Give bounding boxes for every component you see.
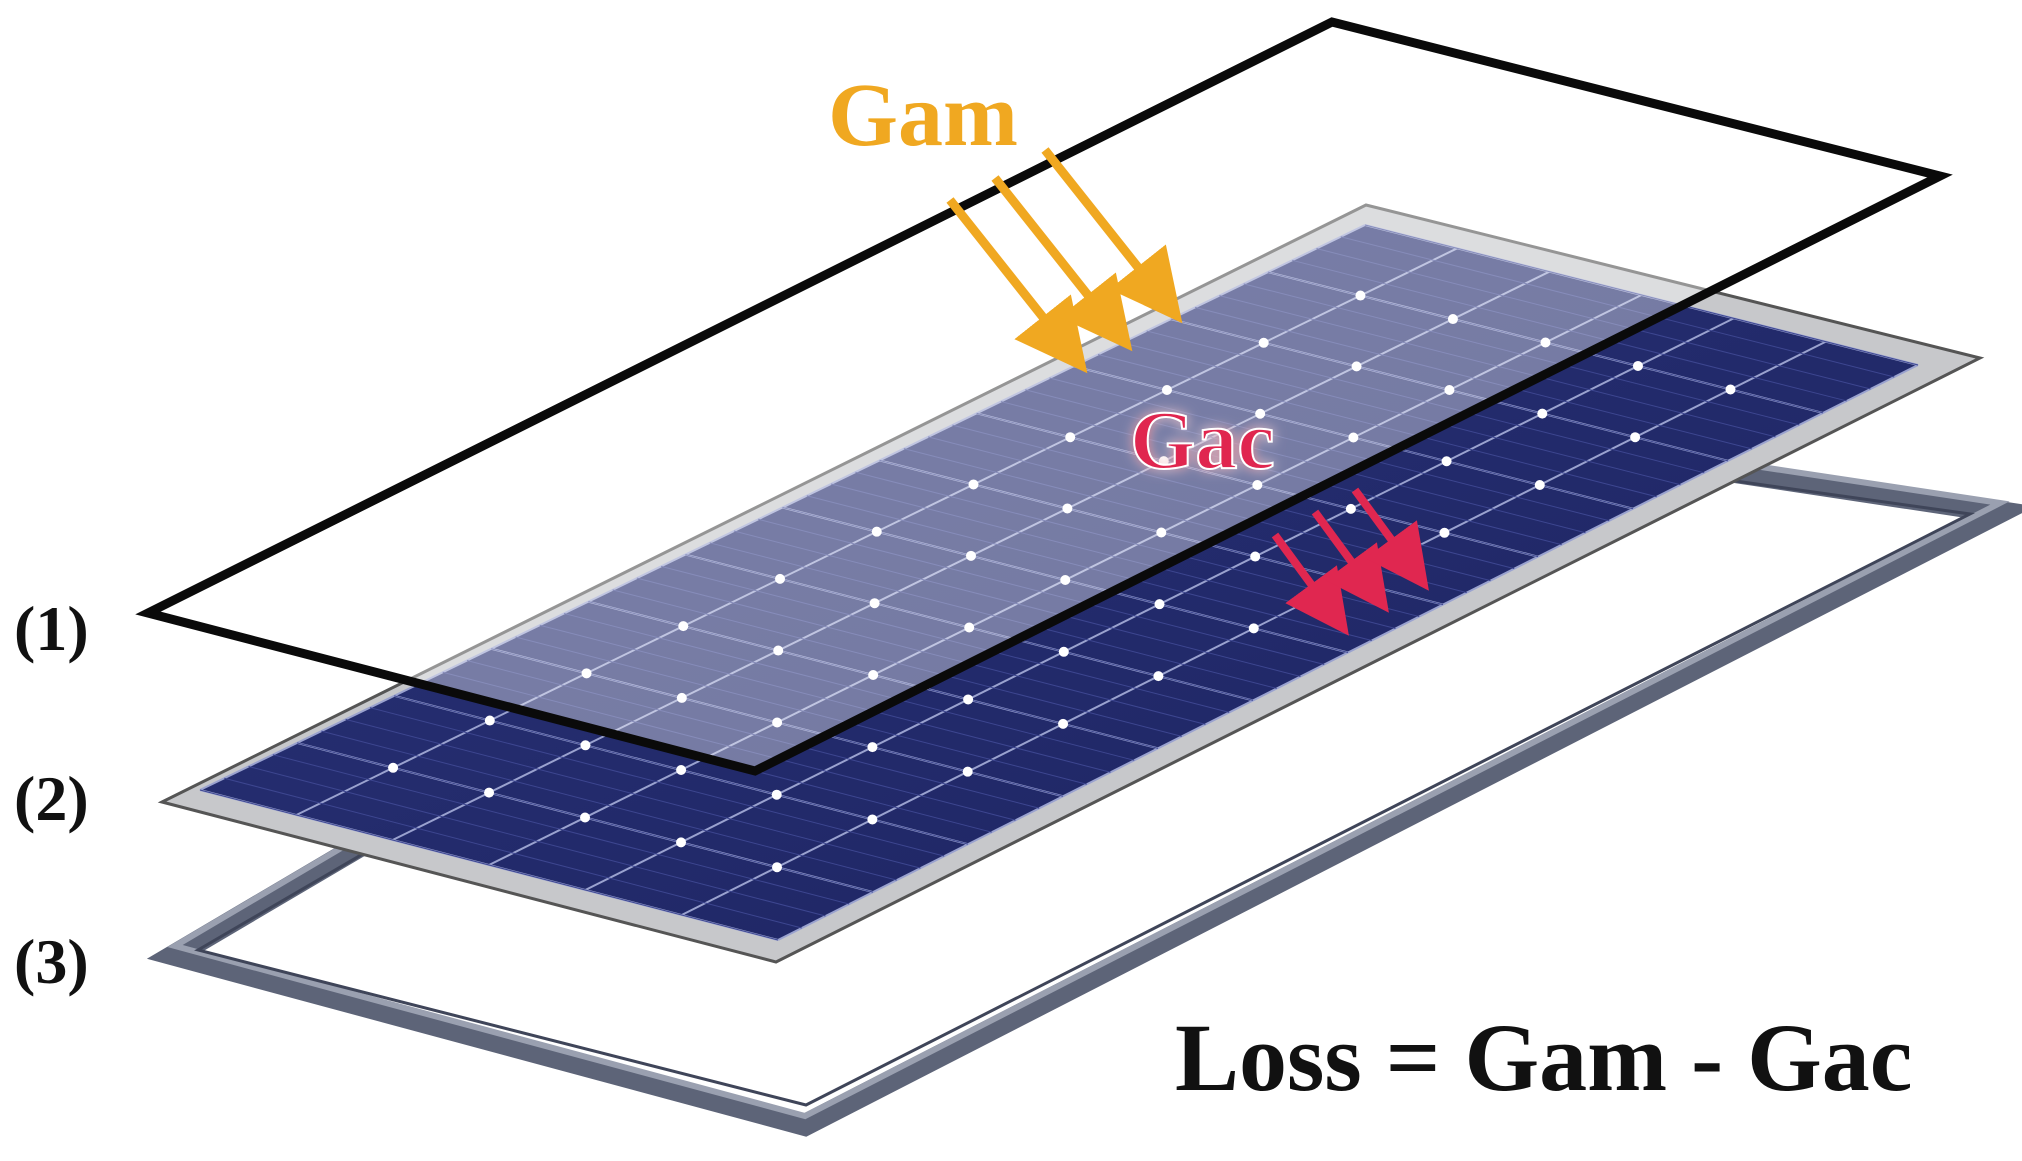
cell-contact-dot (1158, 456, 1169, 467)
cell-finger-line (709, 542, 1277, 689)
cell-contact-dot (1534, 480, 1545, 490)
cell-finger-line (661, 565, 1230, 713)
incident-flux-arrows (946, 147, 1183, 374)
cell-contact-dot (772, 862, 783, 873)
cell-contact-dot (1062, 503, 1073, 514)
cell-finger-line (224, 777, 802, 929)
glass-cover (135, 17, 1953, 776)
cell-contact-dot (773, 645, 784, 656)
cell-finger-line (345, 718, 921, 869)
cell-contact-dot (868, 670, 879, 680)
cell-finger-line (1364, 224, 1919, 366)
cell-contact-dot (1258, 337, 1269, 348)
cell-contact-dot (962, 766, 973, 777)
cell-finger-line (1194, 306, 1752, 450)
layer-label-glass: (1) (14, 593, 89, 664)
cell-contact-dot (1630, 432, 1641, 443)
cell-contact-dot (1248, 623, 1259, 634)
cell-contact-dot (1060, 575, 1071, 585)
cell-contact-dot (1444, 385, 1455, 395)
cell-finger-line (442, 671, 1016, 821)
cell-contact-dot (1156, 527, 1167, 538)
cell-finger-line (369, 707, 945, 857)
cell-finger-line (321, 730, 897, 881)
cell-contact-dot (775, 573, 786, 584)
cell-finger-line (1340, 236, 1895, 378)
cell-contact-dot (580, 812, 591, 823)
cell-contact-dot (484, 715, 495, 726)
layer-label-frame: (3) (14, 926, 89, 997)
cell-contact-dot (966, 550, 976, 561)
cell-finger-line (1097, 353, 1657, 498)
cell-finger-line (733, 530, 1301, 677)
cell-finger-line (466, 660, 1040, 809)
cell-contact-dot (1250, 551, 1261, 562)
cell-contact-dot (1537, 408, 1548, 419)
cell-finger-line (515, 636, 1087, 785)
cell-finger-line (272, 754, 850, 905)
cell-contact-dot (388, 762, 399, 773)
cell-contact-dot (1632, 360, 1643, 371)
cell-finger-line (1316, 248, 1871, 390)
cell-contact-dot (676, 765, 687, 775)
cell-finger-line (539, 624, 1111, 773)
cell-finger-line (612, 589, 1182, 737)
cell-contact-dot (484, 787, 495, 798)
cell-contact-dot (867, 814, 878, 825)
cell-contact-dot (1725, 384, 1736, 395)
cell-contact-dot (964, 622, 975, 633)
cell-contact-dot (869, 598, 880, 609)
cell-contact-dot (676, 837, 687, 848)
cell-grid (199, 224, 1919, 941)
cell-finger-line (636, 577, 1206, 725)
cell-contact-dot (772, 717, 783, 728)
cell-contact-dot (1252, 480, 1263, 490)
cell-finger-line (1146, 330, 1705, 474)
cell-contact-dot (678, 621, 689, 632)
cell-contact-dot (1154, 599, 1165, 610)
cell-finger-line (806, 495, 1372, 642)
cell-contact-dot (1065, 432, 1076, 443)
cell-finger-line (1049, 377, 1610, 522)
cell-finger-line (1292, 259, 1847, 402)
cell-contact-dot (1344, 575, 1355, 586)
cell-finger-line (1243, 283, 1800, 426)
cell-finger-line (1122, 342, 1681, 486)
cell-contact-dot (1345, 503, 1356, 514)
cell-contact-dot (963, 694, 974, 705)
cell-finger-line (199, 789, 779, 941)
cell-contact-dot (968, 479, 979, 490)
cell-finger-line (758, 518, 1325, 665)
gac-label: Gac (1130, 394, 1275, 487)
cell-contact-dot (871, 526, 882, 537)
absorbed-flux-arrows (1271, 487, 1429, 636)
cell-finger-line (1000, 401, 1562, 546)
cell-contact-dot (1255, 408, 1266, 419)
cell-finger-line (563, 612, 1135, 761)
cell-contact-dot (1441, 456, 1452, 467)
cell-contact-dot (1153, 671, 1164, 682)
cell-contact-dot (1540, 337, 1551, 348)
cell-contact-dot (1058, 646, 1069, 657)
cell-contact-dot (581, 668, 592, 679)
loss-equation: Loss = Gam - Gac (1175, 1004, 1912, 1111)
gam-label: Gam (828, 66, 1018, 165)
cell-contact-dot (771, 789, 782, 800)
cell-contact-dot (1439, 527, 1450, 538)
cell-contact-dot (676, 692, 687, 703)
cell-contact-dot (1161, 385, 1172, 395)
cell-contact-dot (867, 742, 878, 753)
layer-label-panel: (2) (14, 763, 89, 834)
cell-contact-dot (580, 740, 591, 751)
cell-contact-dot (1351, 361, 1362, 372)
cell-finger-line (248, 765, 826, 917)
cell-contact-dot (1447, 314, 1458, 325)
cell-contact-dot (1348, 432, 1359, 443)
cell-contact-dot (1058, 718, 1069, 729)
cell-finger-line (1219, 295, 1776, 438)
cell-contact-dot (1355, 290, 1366, 301)
cell-finger-line (1025, 389, 1586, 534)
